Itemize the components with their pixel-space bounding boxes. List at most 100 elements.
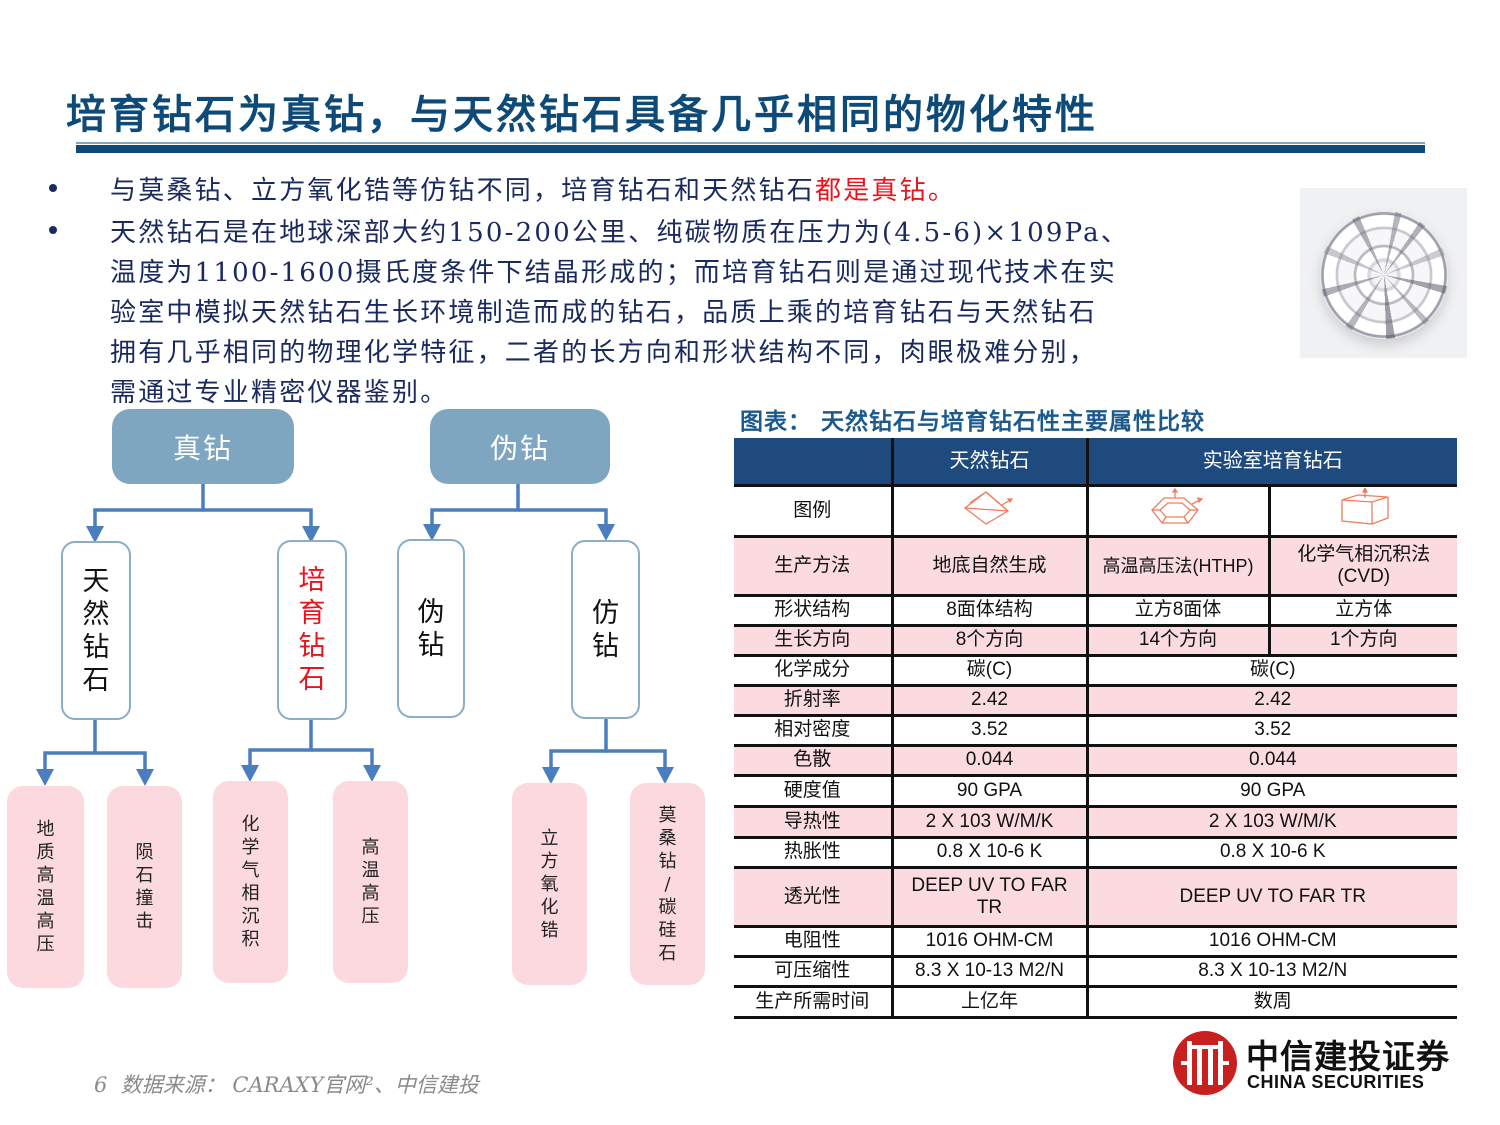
row-label: 透光性 — [734, 865, 892, 926]
char: 石 — [658, 942, 677, 964]
char: 莫 — [658, 804, 677, 826]
flow-node-imitation: 仿 钻 — [571, 540, 640, 719]
char: 硅 — [658, 919, 677, 941]
char: 气 — [241, 860, 260, 881]
table-row: 相对密度 3.52 3.52 — [734, 713, 1457, 745]
china-securities-logo: 中信建投证券 CHINA SECURITIES — [1170, 1030, 1470, 1096]
bullet-1-line-1: 与莫桑钻、立方氧化锆等仿钻不同，培育钻石和天然钻石都是真钻。 — [110, 170, 956, 207]
char: 温 — [36, 888, 55, 909]
lab-value: 0.8 X 10-6 K — [1085, 835, 1457, 867]
title-divider-thin — [76, 142, 1425, 144]
char: 地 — [36, 819, 55, 840]
lab-value: 2 X 103 W/M/K — [1085, 804, 1457, 837]
row-label: 相对密度 — [734, 713, 892, 745]
table-row: 化学成分 碳(C) 碳(C) — [734, 653, 1457, 685]
natural-value: 地底自然生成 — [890, 534, 1087, 595]
table-row: 生长方向 8个方向 14个方向 1个方向 — [734, 623, 1457, 655]
char: 立 — [540, 827, 559, 849]
natural-value: DEEP UV TO FAR TR — [890, 865, 1087, 926]
bullet-dot — [49, 184, 57, 192]
char: 高 — [361, 837, 380, 858]
flow-node-fake-diamond: 伪钻 — [430, 409, 610, 484]
row-label: 可压缩性 — [734, 954, 892, 986]
lab-value-cvd: 立方体 — [1267, 593, 1457, 625]
lab-value: 2.42 — [1085, 683, 1457, 715]
footer-source: 6 数据来源： CARAXY官网²、中信建投 — [94, 1069, 479, 1099]
lab-value: 1016 OHM-CM — [1085, 924, 1457, 956]
char: 锆 — [540, 919, 559, 941]
natural-value: 8个方向 — [890, 623, 1087, 655]
char: 钻 — [658, 850, 677, 872]
natural-value: 2 X 103 W/M/K — [890, 804, 1087, 837]
bullet-2-line-5: 需通过专业精密仪器鉴别。 — [110, 378, 449, 408]
char: 压 — [36, 934, 55, 955]
lab-value: 0.044 — [1085, 743, 1457, 775]
lab-value: DEEP UV TO FAR TR — [1085, 865, 1457, 926]
char: 陨 — [135, 842, 154, 863]
char: 化 — [540, 896, 559, 918]
row-label: 生产方法 — [734, 534, 892, 595]
row-label: 色散 — [734, 743, 892, 775]
cube-crystal-icon — [1267, 483, 1457, 536]
char: 温 — [361, 860, 380, 881]
char: 撞 — [135, 888, 154, 909]
char: 桑 — [658, 827, 677, 849]
char: 伪 — [417, 596, 445, 628]
char: 培 — [298, 565, 326, 596]
header-empty — [734, 438, 892, 485]
header-natural: 天然钻石 — [890, 438, 1087, 485]
char: 化 — [241, 814, 260, 835]
char: 钻 — [82, 631, 110, 663]
flow-leaf-meteorite-impact: 陨 石 撞 击 — [107, 786, 182, 988]
flow-leaf-moissanite: 莫 桑 钻 / 碳 硅 石 — [630, 783, 705, 985]
lab-value: 数周 — [1085, 984, 1457, 1019]
table-row: 电阻性 1016 OHM-CM 1016 OHM-CM — [734, 924, 1457, 956]
char: 相 — [241, 883, 260, 904]
logo-chinese-text: 中信建投证券 — [1246, 1037, 1450, 1076]
flow-node-real-diamond: 真钻 — [112, 409, 294, 484]
natural-value: 8面体结构 — [890, 593, 1087, 625]
cubo-octahedron-crystal-icon — [1085, 483, 1269, 536]
table-row: 形状结构 8面体结构 立方8面体 立方体 — [734, 593, 1457, 625]
bullet-dot — [49, 226, 57, 234]
natural-value: 1016 OHM-CM — [890, 924, 1087, 956]
row-label: 化学成分 — [734, 653, 892, 685]
char: 石 — [82, 664, 110, 696]
table-row: 生产所需时间 上亿年 数周 — [734, 984, 1457, 1019]
table-row: 可压缩性 8.3 X 10-13 M2/N 8.3 X 10-13 M2/N — [734, 954, 1457, 986]
flow-leaf-cvd: 化 学 气 相 沉 积 — [213, 781, 288, 983]
header-lab-grown: 实验室培育钻石 — [1085, 438, 1457, 485]
char: 石 — [298, 664, 326, 695]
flow-node-natural-diamond: 天 然 钻 石 — [61, 541, 131, 720]
diamond-gem-icon — [1320, 211, 1448, 339]
natural-value: 2.42 — [890, 683, 1087, 715]
citic-logo-icon — [1173, 1031, 1237, 1095]
row-label: 折射率 — [734, 683, 892, 715]
bullet-2-line-3: 验室中模拟天然钻石生长环境制造而成的钻石，品质上乘的培育钻石与天然钻石 — [110, 298, 1098, 328]
natural-value: 0.8 X 10-6 K — [890, 835, 1087, 867]
char: 育 — [298, 598, 326, 629]
octahedron-crystal-icon — [890, 483, 1087, 536]
table-header-row: 天然钻石 实验室培育钻石 — [734, 438, 1457, 485]
row-label: 导热性 — [734, 804, 892, 837]
lab-value: 8.3 X 10-13 M2/N — [1085, 954, 1457, 986]
table-row: 透光性 DEEP UV TO FAR TR DEEP UV TO FAR TR — [734, 865, 1457, 926]
char: 钻 — [592, 630, 619, 662]
char: 沉 — [241, 906, 260, 927]
table-row: 导热性 2 X 103 W/M/K 2 X 103 W/M/K — [734, 804, 1457, 837]
diamond-photo — [1300, 188, 1467, 358]
table-row: 折射率 2.42 2.42 — [734, 683, 1457, 715]
flow-leaf-hthp: 高 温 高 压 — [333, 781, 408, 983]
char: 氧 — [540, 873, 559, 895]
row-label: 热胀性 — [734, 835, 892, 867]
char: 质 — [36, 842, 55, 863]
lab-value-cvd: 1个方向 — [1267, 623, 1457, 655]
row-label: 图例 — [734, 483, 892, 536]
comparison-table: 天然钻石 实验室培育钻石 图例 生产方法 — [734, 438, 1457, 1019]
lab-value: 3.52 — [1085, 713, 1457, 745]
table-row: 色散 0.044 0.044 — [734, 743, 1457, 775]
flow-node-fake: 伪 钻 — [397, 539, 465, 718]
row-label: 形状结构 — [734, 593, 892, 625]
char: 学 — [241, 837, 260, 858]
table-row: 生产方法 地底自然生成 高温高压法(HTHP) 化学气相沉积法(CVD) — [734, 534, 1457, 595]
